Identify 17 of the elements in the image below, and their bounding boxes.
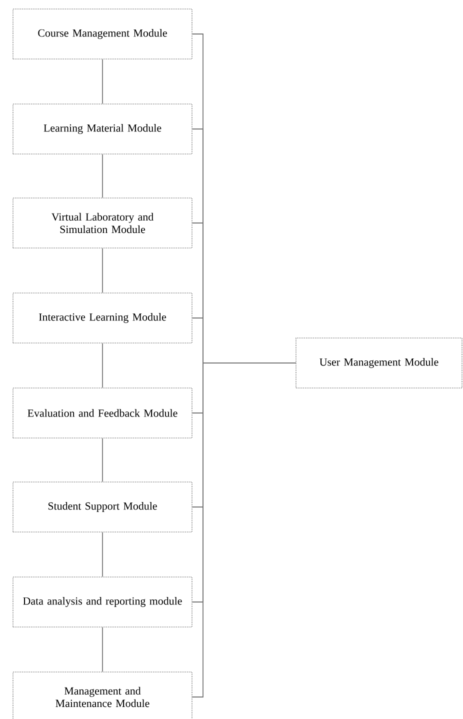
connector-line	[102, 532, 103, 578]
module-box: Student Support Module	[12, 482, 192, 532]
connector-line	[102, 438, 103, 482]
module-box: Learning Material Module	[12, 104, 192, 154]
module-box: Evaluation and Feedback Module	[12, 388, 192, 438]
connector-line	[192, 362, 296, 698]
connector-line	[102, 342, 103, 388]
connector-line	[102, 58, 103, 104]
module-box: User Management Module	[296, 338, 462, 388]
module-box: Virtual Laboratory and Simulation Module	[12, 198, 192, 248]
module-box: Course Management Module	[12, 8, 192, 60]
connector-line	[102, 626, 103, 672]
connector-line	[102, 248, 103, 294]
module-box: Interactive Learning Module	[12, 292, 192, 344]
connector-line	[102, 154, 103, 198]
module-box: Data analysis and reporting module	[12, 576, 192, 628]
module-box: Management and Maintenance Module	[12, 672, 192, 719]
